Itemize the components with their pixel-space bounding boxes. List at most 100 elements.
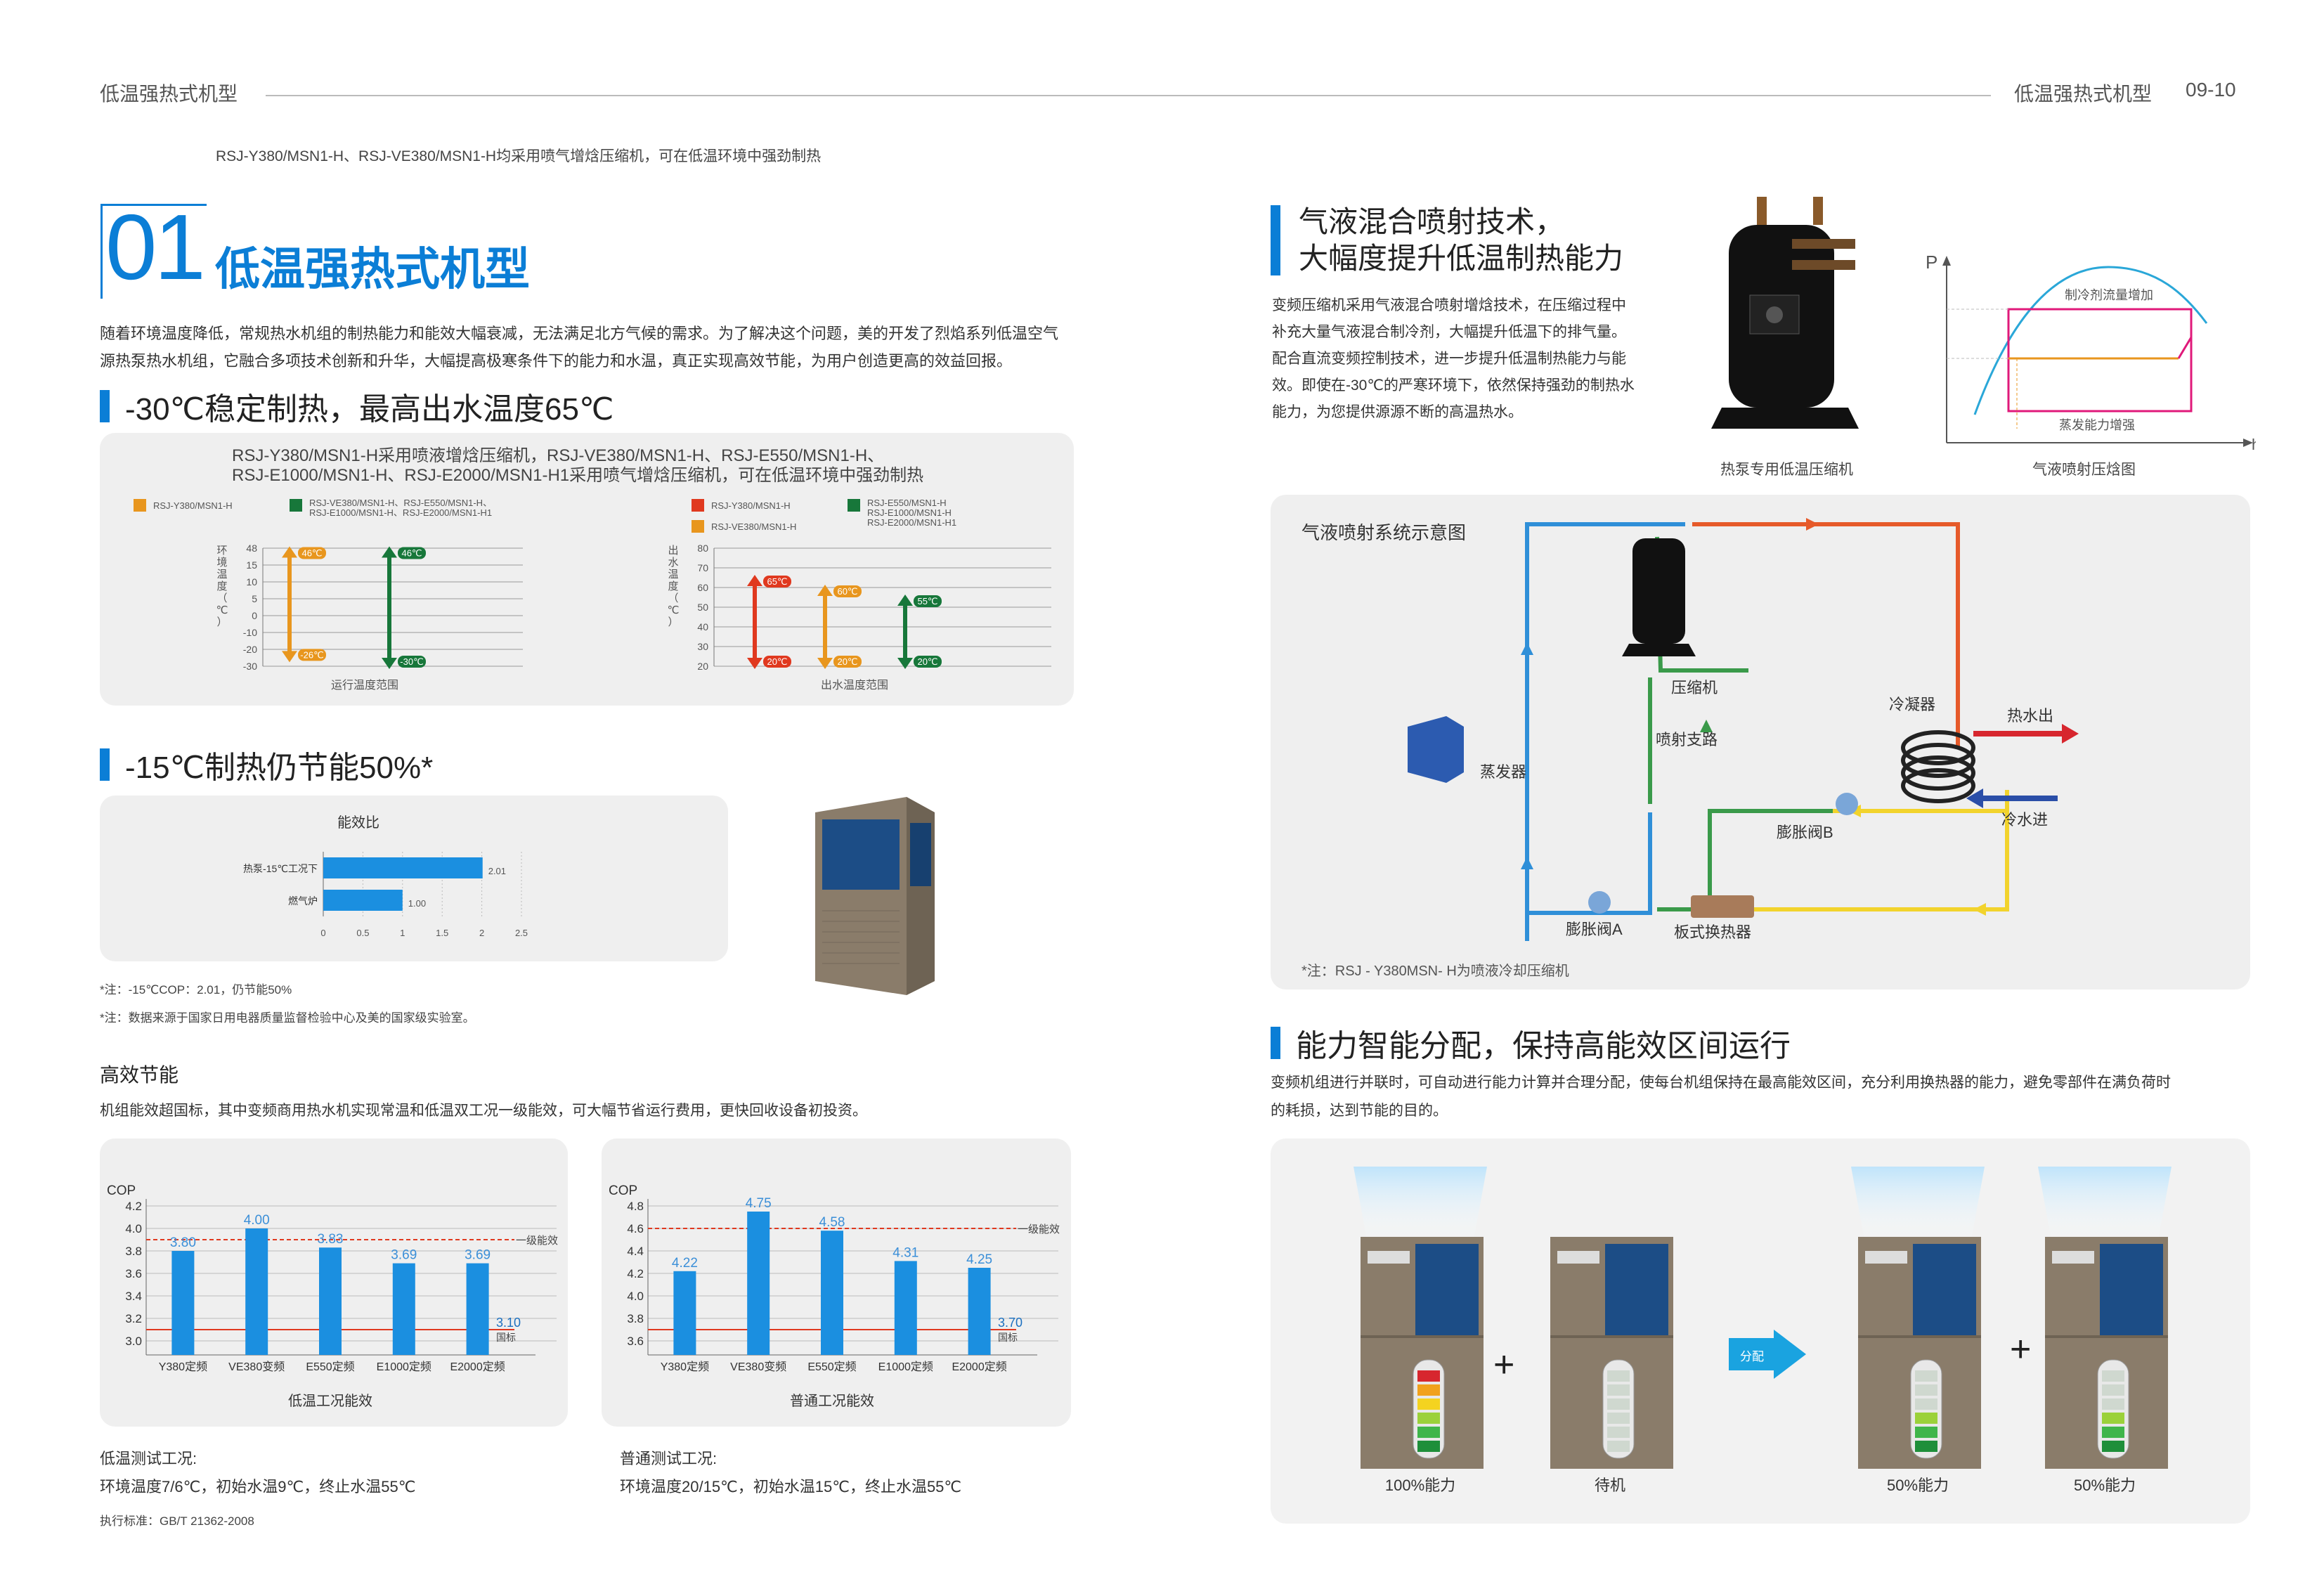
range-label: 60℃ [837,586,857,597]
cop-value-label: 4.25 [966,1252,992,1267]
parallel-unit: 待机 [1536,1167,1684,1494]
range-label-bg [914,595,942,607]
cop-category-label: E1000定频 [377,1361,431,1373]
cop-value-label: 3.80 [170,1235,196,1250]
right-desc-line: 能力，为您提供源源不断的高温热水。 [1272,404,1523,420]
range-arrow-top [897,595,913,606]
block2-note2: *注：数据来源于国家日用电器质量监督检验中心及美的国家级实验室。 [100,1011,475,1025]
range-label-bg [833,656,862,668]
range-label: 20℃ [767,656,787,667]
cop-category-label: Y380定频 [159,1361,207,1373]
cop-bar [894,1261,917,1355]
legend-swatch-r3 [848,499,860,512]
low-test-desc: 环境温度7/6℃，初始水温9℃，终止水温55℃ [100,1478,416,1495]
cop-value-label: 3.69 [391,1248,417,1263]
block4-desc-1: 变频机组进行并联时，可自动进行能力计算并合理分配，使每台机组保持在最高能效区间，… [1271,1075,2171,1091]
distribute-label: 分配 [1740,1350,1764,1363]
label-valve-a: 膨胀阀A [1566,921,1623,938]
block3-desc: 机组能效超国标，其中变频商用热水机实现常温和低温双工况一级能效，可大幅节省运行费… [100,1103,867,1119]
low-temp-cop-chart: COP4.24.03.83.63.43.23.0一级能效3.10国标3.80Y3… [107,1183,558,1409]
normal-test-desc: 环境温度20/15℃，初始水温15℃，终止水温55℃ [620,1478,962,1495]
red-line [1692,522,1960,748]
section-number: 01 [105,195,206,299]
grade1-label: 一级能效 [1018,1224,1060,1235]
y-tick-label: 3.6 [125,1267,142,1280]
subheading: RSJ-Y380/MSN1-H、RSJ-VE380/MSN1-H均采用喷气增焓压… [216,148,822,164]
ambient-temp-chart: 48151050-10-20-3046℃-26℃46℃-30℃环境温度（℃）运行… [216,543,523,692]
y-axis-label-char: 环 [216,545,227,557]
right-title-line1: 气液混合喷射技术， [1299,205,1565,238]
legend-right-2: RSJ-VE380/MSN1-H [711,521,796,532]
range-label: 46℃ [301,547,322,558]
normal-cop-chart: COP4.84.64.44.24.03.83.6一级能效3.70国标4.22Y3… [609,1183,1060,1409]
legend-right-1: RSJ-Y380/MSN1-H [711,500,791,511]
range-label-bg [833,585,862,597]
block2-title: -15℃制热仍节能50%* [100,742,433,787]
y-tick-label: 3.0 [125,1335,142,1348]
y-tick-label: 3.8 [627,1312,644,1325]
water-temp-chart: 8070605040302065℃20℃60℃20℃55℃20℃出水温度（℃）出… [668,543,1051,692]
cop-category-label: E2000定频 [952,1361,1006,1373]
y-tick-label: -30 [243,661,257,672]
label-cold-in: 冷水进 [2001,811,2048,829]
blue-line [1525,522,1685,941]
range-label: 55℃ [917,596,937,606]
range-label-bg [763,576,791,588]
y-axis-label-char: （ [668,592,678,604]
right-desc-line: 补充大量气液混合制冷剂，大幅提升低温下的排气量。 [1272,324,1626,340]
intro-line2: 源热泵热水机组，它融合多项技术创新和升华，大幅提高极寒条件下的能力和水温，真正实… [100,352,1013,370]
compressor-caption: 热泵专用低温压缩机 [1720,462,1853,478]
schematic-title: 气液喷射系统示意图 [1301,522,1467,543]
right-top-desc: 变频压缩机采用气液混合喷射增焓技术，在压缩过程中 补充大量气液混合制冷剂，大幅提… [1272,292,1635,426]
label-evaporator: 蒸发器 [1480,763,1526,781]
y-tick-label: 10 [246,576,257,588]
plate-heat-exchanger-icon [1691,895,1754,918]
expansion-valve-b-icon [1836,793,1858,815]
cop-bar [245,1228,268,1355]
national-value-label: 3.10 [496,1316,521,1330]
range-arrow-bottom [897,658,913,669]
label-injection: 喷射支路 [1656,731,1718,748]
y-tick-label: 50 [697,602,708,613]
x-tick-label: 1 [400,928,405,938]
legend-right-3: RSJ-E550/MSN1-H [867,498,947,508]
ph-h-label: h [2252,436,2256,453]
y-axis-label-char: 温 [668,569,678,580]
y-tick-label: 20 [697,661,708,672]
cop-category-label: E2000定频 [450,1361,505,1373]
cop-value-label: 3.83 [318,1232,344,1247]
legend-right-4: RSJ-E1000/MSN1-H [867,507,952,518]
right-desc-line: 变频压缩机采用气液混合喷射增焓技术，在压缩过程中 [1272,297,1626,313]
y-axis-label-char: ℃ [668,604,680,616]
range-arrow-bottom [282,651,297,663]
unit-label: 待机 [1594,1477,1625,1494]
block1-desc-1: RSJ-Y380/MSN1-H采用喷液增焓压缩机，RSJ-VE380/MSN1-… [232,446,885,465]
range-label-bg [398,547,426,559]
y-tick-label: 4.2 [627,1267,644,1280]
block2-note1: *注：-15℃COP：2.01，仍节能50% [100,983,292,997]
legend-swatch-others [290,499,302,512]
y-axis-label-char: ） [216,616,227,628]
parallel-unit: 50%能力 [1844,1167,1992,1494]
legend-left-1: RSJ-Y380/MSN1-H [153,500,233,511]
efficiency-category: 燃气炉 [288,895,318,907]
cop-axis-label: COP [609,1183,637,1198]
saturation-curve [1973,266,2208,415]
y-axis-label-char: 度 [668,580,678,592]
y-tick-label: 3.6 [627,1335,644,1348]
cop-category-label: E550定频 [807,1361,856,1373]
range-arrow-top [382,546,397,558]
y-axis-label-char: 境 [216,556,227,569]
schematic-diagram: 压缩机 冷凝器 热水出 冷水进 蒸发器 喷射支路 膨胀阀B 膨胀阀A 板式换热器… [1301,518,2079,979]
unit-label: 100%能力 [1384,1477,1456,1494]
efficiency-value: 1.00 [408,898,426,909]
right-desc-line: 配合直流变频控制技术，进一步提升低温制热能力与能 [1272,351,1626,367]
y-axis-label-char: 温 [216,569,227,580]
label-hot-out: 热水出 [2007,707,2053,725]
cop-value-label: 4.75 [746,1196,772,1211]
y-tick-label: 0 [252,610,257,621]
right-title-line2: 大幅度提升低温制热能力 [1299,242,1624,275]
label-condenser: 冷凝器 [1889,696,1935,713]
ph-p-label: P [1926,253,1937,273]
range-arrow-bottom [817,658,833,669]
